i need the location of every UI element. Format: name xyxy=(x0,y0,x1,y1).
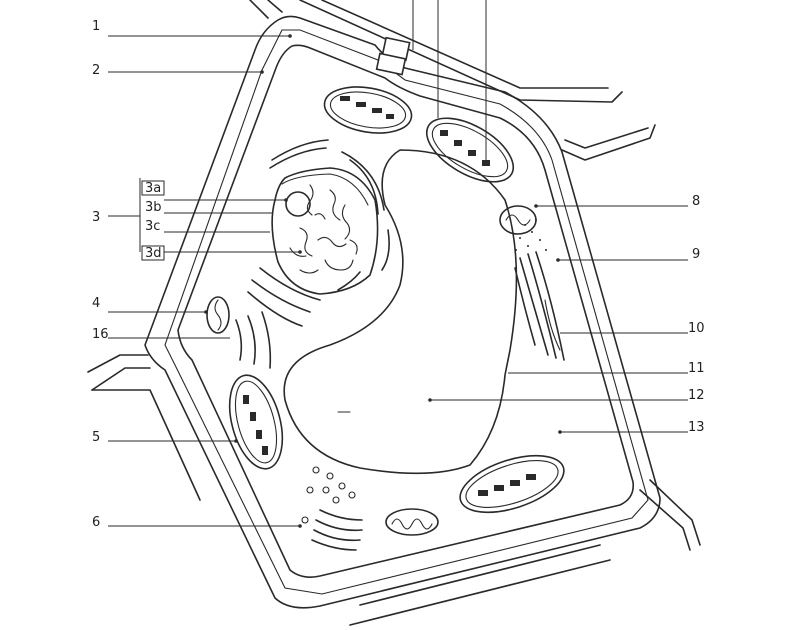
label-16: 16 xyxy=(92,327,109,342)
label-3d: 3d xyxy=(145,246,162,261)
mitochondrion-left xyxy=(206,296,230,334)
label-6: 6 xyxy=(92,515,100,530)
ribosomes xyxy=(515,219,547,251)
golgi-apparatus xyxy=(301,466,363,551)
chloroplast-top-right xyxy=(425,117,515,183)
neighbour-cell-walls xyxy=(87,0,701,626)
label-3c: 3c xyxy=(145,219,160,234)
label-12: 12 xyxy=(688,388,705,403)
chromatin xyxy=(289,184,358,274)
label-3: 3 xyxy=(92,210,100,225)
chloroplast-left xyxy=(228,374,284,470)
label-3a: 3a xyxy=(145,181,161,196)
label-3b: 3b xyxy=(145,200,162,215)
nucleolus xyxy=(285,191,311,217)
label-9: 9 xyxy=(692,247,700,262)
chloroplast-bottom-right xyxy=(459,454,565,514)
plasma-membrane xyxy=(177,44,635,578)
label-10: 10 xyxy=(688,321,705,336)
nucleus xyxy=(271,167,379,295)
middle-lamella xyxy=(164,29,649,595)
label-4: 4 xyxy=(92,296,100,311)
label-2: 2 xyxy=(92,63,100,78)
mitochondrion-right xyxy=(499,205,537,235)
nucleus-sublabel-boxes xyxy=(141,180,165,261)
mitochondrion-bottom xyxy=(385,508,439,536)
central-vacuole xyxy=(283,149,518,475)
label-5: 5 xyxy=(92,430,100,445)
er-cisternae-right xyxy=(514,251,565,361)
endoplasmic-reticulum xyxy=(247,139,390,327)
plasmodesmata xyxy=(375,36,411,76)
leader-lines xyxy=(108,0,688,527)
label-1: 1 xyxy=(92,19,100,34)
chloroplast-top xyxy=(323,86,413,134)
cell-wall xyxy=(144,15,661,609)
label-13: 13 xyxy=(688,420,705,435)
label-8: 8 xyxy=(692,194,700,209)
vesicles xyxy=(235,311,272,369)
label-11: 11 xyxy=(688,361,705,376)
leader-dots xyxy=(204,34,562,528)
